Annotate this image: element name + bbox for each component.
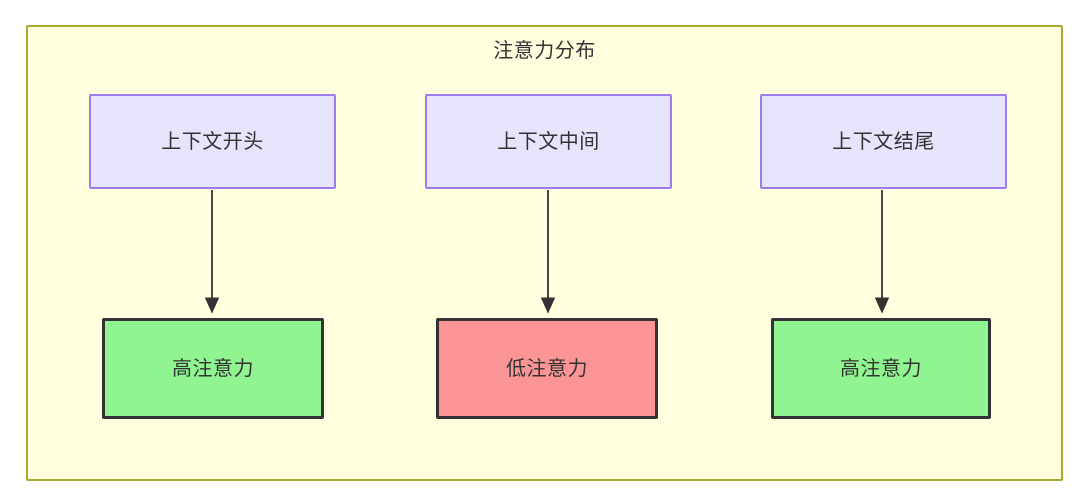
node-label: 上下文中间	[497, 130, 600, 153]
node-label: 低注意力	[506, 357, 588, 380]
node-context-middle[interactable]: 上下文中间	[425, 94, 672, 189]
node-attention-middle[interactable]: 低注意力	[436, 318, 658, 419]
node-label: 上下文开头	[161, 130, 264, 153]
node-label: 高注意力	[840, 357, 922, 380]
node-context-end[interactable]: 上下文结尾	[760, 94, 1007, 189]
subgraph-title: 注意力分布	[493, 40, 596, 62]
node-context-start[interactable]: 上下文开头	[89, 94, 336, 189]
node-label: 高注意力	[172, 357, 254, 380]
node-attention-start[interactable]: 高注意力	[102, 318, 324, 419]
node-attention-end[interactable]: 高注意力	[771, 318, 991, 419]
node-label: 上下文结尾	[832, 130, 935, 153]
